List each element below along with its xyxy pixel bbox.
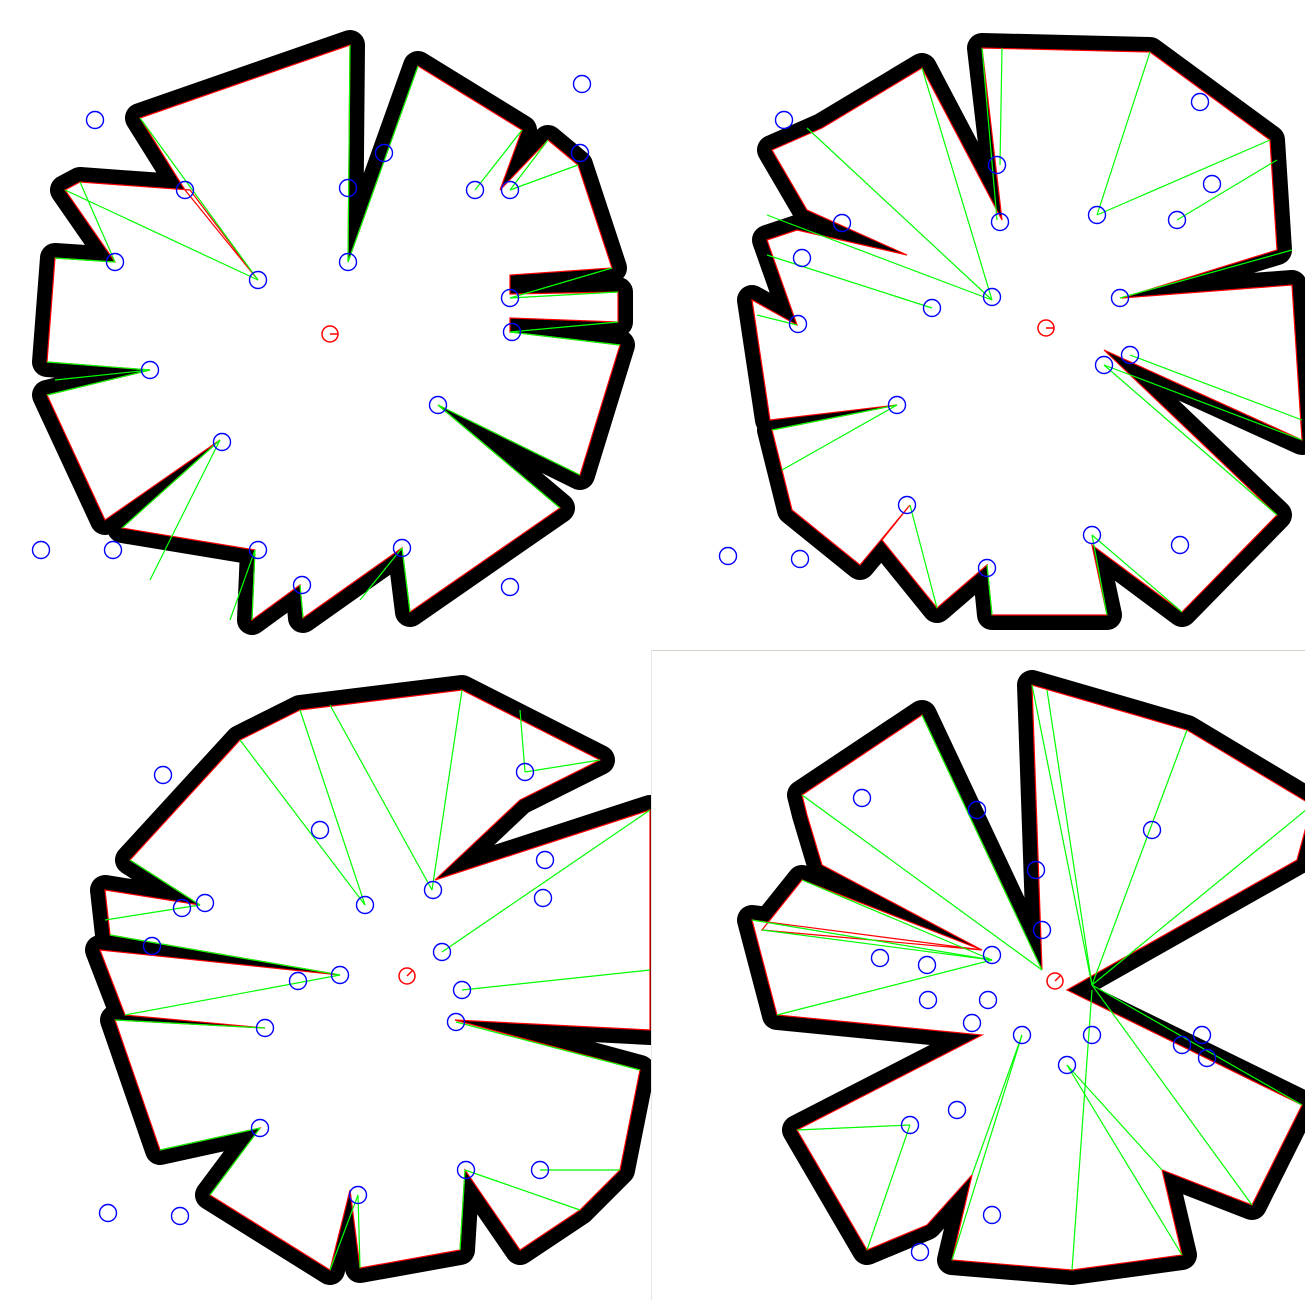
- frontier-circle-icon: [105, 542, 122, 559]
- free-space-region: [752, 48, 1302, 615]
- map-panel-2: [652, 0, 1305, 650]
- frontier-circle-icon: [720, 548, 737, 565]
- map-panel-1: [0, 0, 652, 650]
- frontier-circle-icon: [33, 542, 50, 559]
- frontier-circle-icon: [776, 112, 793, 129]
- map-panel-3: [0, 650, 652, 1300]
- map-panel-4: [652, 650, 1305, 1300]
- frontier-circle-icon: [502, 579, 519, 596]
- frontier-circle-icon: [574, 76, 591, 93]
- panel-divider-vertical: [651, 650, 652, 1300]
- frontier-circle-icon: [912, 1244, 929, 1261]
- frontier-circle-icon: [172, 1208, 189, 1225]
- frontier-circle-icon: [155, 767, 172, 784]
- frontier-circle-icon: [87, 112, 104, 129]
- panel-divider-horizontal: [652, 650, 1305, 651]
- frontier-circle-icon: [792, 551, 809, 568]
- frontier-circle-icon: [100, 1205, 117, 1222]
